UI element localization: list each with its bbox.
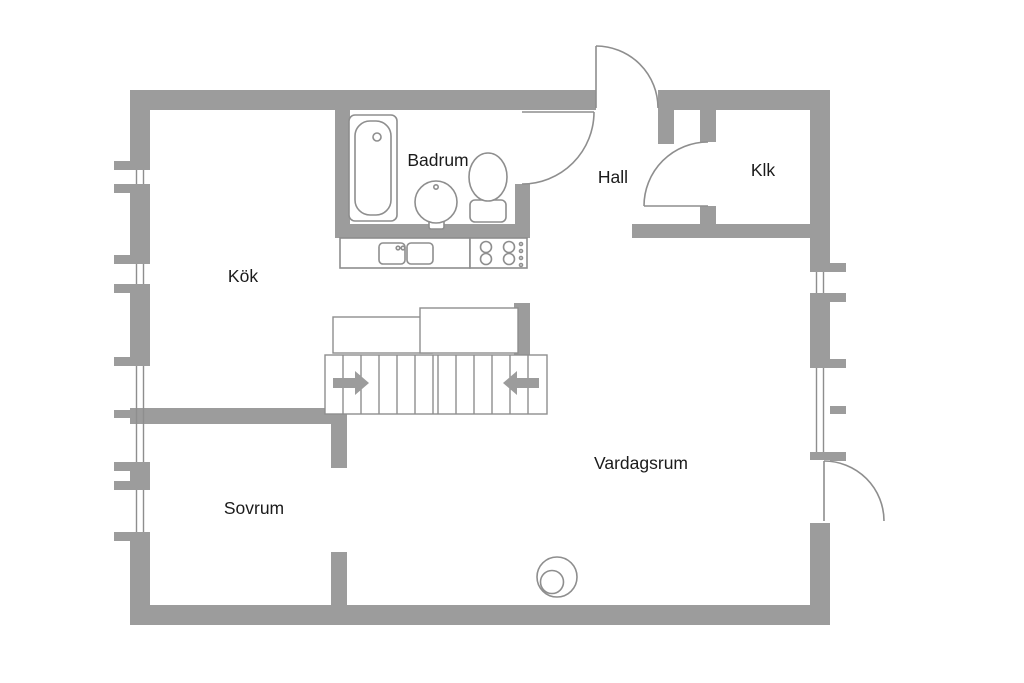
klk-wall-lower [700, 206, 716, 224]
stair-landing [419, 307, 519, 354]
outer-wall-left-segment [130, 284, 150, 366]
outer-wall-top-right [658, 90, 830, 110]
entrance-door-icon [595, 45, 659, 109]
stair-landing [332, 316, 433, 354]
window-jamb [114, 161, 130, 170]
room-label-sovrum: Sovrum [224, 498, 284, 518]
sovrum-wall-lower [331, 552, 347, 605]
outer-wall-bottom [130, 605, 830, 625]
outer-wall-left-segment [130, 462, 150, 490]
window-jamb [114, 532, 130, 541]
window-jamb [114, 481, 130, 490]
windows [135, 170, 825, 532]
outer-wall-left-segment [130, 184, 150, 264]
hall-wall-stub [658, 110, 674, 144]
window-jamb [830, 263, 846, 272]
balcony-door-icon [823, 460, 885, 522]
bathroom-bottom-wall [335, 224, 530, 238]
bathroom-door-icon [521, 111, 595, 185]
window-jamb [114, 357, 130, 366]
window-opening [135, 170, 145, 184]
walls [114, 90, 846, 625]
kitchen-sink-icon [378, 242, 434, 265]
room-label-badrum: Badrum [407, 150, 468, 170]
window-opening [135, 264, 145, 284]
kitchen-fixtures [339, 237, 528, 269]
outer-wall-right-segment [810, 90, 830, 272]
washbasin-icon [414, 180, 458, 230]
window-jamb [114, 184, 130, 193]
window-jamb [830, 359, 846, 368]
window-jamb [114, 462, 130, 471]
sovrum-wall-upper [331, 424, 347, 468]
room-label-kok: Kök [228, 266, 258, 286]
outer-wall-right-segment [810, 523, 830, 625]
bathroom-left-wall [335, 110, 350, 238]
window-jamb [830, 452, 846, 461]
bathroom-right-wall [515, 184, 530, 224]
outer-wall-top-left [130, 90, 596, 110]
outer-wall-right-segment [810, 293, 830, 368]
room-label-hall: Hall [598, 167, 628, 187]
kok-sovrum-wall [130, 408, 347, 424]
hall-bottom-wall [632, 224, 830, 238]
round-stove-icon [536, 556, 578, 598]
klk-wall-upper [700, 110, 716, 142]
window-opening [135, 490, 145, 532]
window-jamb [830, 406, 846, 414]
bathtub-icon [348, 114, 398, 222]
room-label-klk: Klk [751, 160, 776, 180]
outer-wall-left-segment [130, 90, 150, 170]
window-jamb [114, 284, 130, 293]
staircase [324, 307, 548, 415]
stair-arrow-right-icon [333, 371, 369, 395]
window-opening [815, 368, 825, 452]
toilet-icon [468, 152, 508, 223]
window-jamb [114, 410, 130, 418]
window-jamb [114, 255, 130, 264]
bathroom-fixtures [348, 114, 508, 230]
window-opening [135, 366, 145, 462]
outer-wall-left-segment [130, 532, 150, 625]
window-opening [815, 272, 825, 293]
stair-arrows [333, 371, 539, 395]
window-jamb [830, 293, 846, 302]
outer-wall-right-segment [810, 452, 830, 460]
room-label-vardagsrum: Vardagsrum [594, 453, 688, 473]
stair-arrow-left-icon [503, 371, 539, 395]
klk-door-icon [643, 141, 709, 207]
doors [521, 45, 885, 522]
stove-icon [469, 237, 528, 269]
